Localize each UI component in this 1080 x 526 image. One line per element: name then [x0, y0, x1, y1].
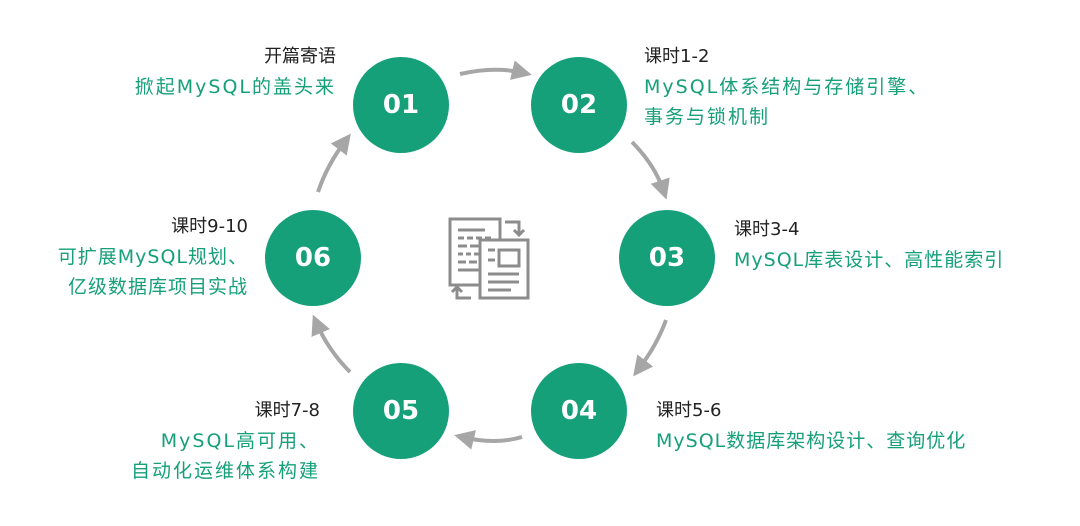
node-06-number: 06 [294, 243, 332, 273]
label-06-heading: 课时9-10 [171, 216, 248, 237]
label-02: 课时1-2 MySQL体系结构与存储引擎、 事务与锁机制 [644, 42, 929, 132]
label-04: 课时5-6 MySQL数据库架构设计、查询优化 [656, 396, 966, 456]
node-04-number: 04 [560, 396, 598, 426]
node-01: 01 [353, 57, 449, 153]
arrow-03-04 [633, 319, 668, 377]
node-02-number: 02 [560, 90, 598, 120]
node-01-number: 01 [382, 90, 420, 120]
label-01-line-1: 掀起MySQL的盖头来 [134, 76, 336, 98]
node-05: 05 [353, 363, 449, 459]
label-06: 课时9-10 可扩展MySQL规划、 亿级数据库项目实战 [58, 212, 248, 302]
label-03: 课时3-4 MySQL库表设计、高性能索引 [734, 215, 1004, 275]
arrow-05-06 [311, 314, 352, 374]
label-05-line-2: 自动化运维体系构建 [130, 460, 320, 482]
node-05-number: 05 [382, 396, 420, 426]
label-05-heading: 课时7-8 [254, 400, 320, 421]
label-02-line-2: 事务与锁机制 [644, 106, 771, 128]
label-06-line-2: 亿级数据库项目实战 [67, 276, 248, 298]
document-copy-icon [447, 216, 533, 306]
label-04-line-1: MySQL数据库架构设计、查询优化 [656, 430, 967, 452]
node-02: 02 [531, 57, 627, 153]
arrow-04-05 [454, 430, 523, 450]
node-03: 03 [619, 210, 715, 306]
node-06: 06 [265, 210, 361, 306]
arrow-06-01 [316, 133, 351, 193]
label-01-heading: 开篇寄语 [264, 46, 336, 67]
label-03-line-1: MySQL库表设计、高性能索引 [734, 249, 1005, 271]
label-06-line-1: 可扩展MySQL规划、 [57, 246, 248, 268]
label-02-line-1: MySQL体系结构与存储引擎、 [644, 76, 930, 98]
label-05: 课时7-8 MySQL高可用、 自动化运维体系构建 [131, 396, 320, 486]
label-03-heading: 课时3-4 [734, 219, 800, 240]
node-04: 04 [531, 363, 627, 459]
label-05-line-1: MySQL高可用、 [160, 430, 320, 452]
arrow-02-03 [630, 140, 670, 200]
node-03-number: 03 [648, 243, 686, 273]
arrow-01-02 [459, 60, 532, 80]
label-04-heading: 课时5-6 [656, 400, 722, 421]
label-02-heading: 课时1-2 [644, 46, 710, 67]
label-01: 开篇寄语 掀起MySQL的盖头来 [135, 42, 336, 102]
